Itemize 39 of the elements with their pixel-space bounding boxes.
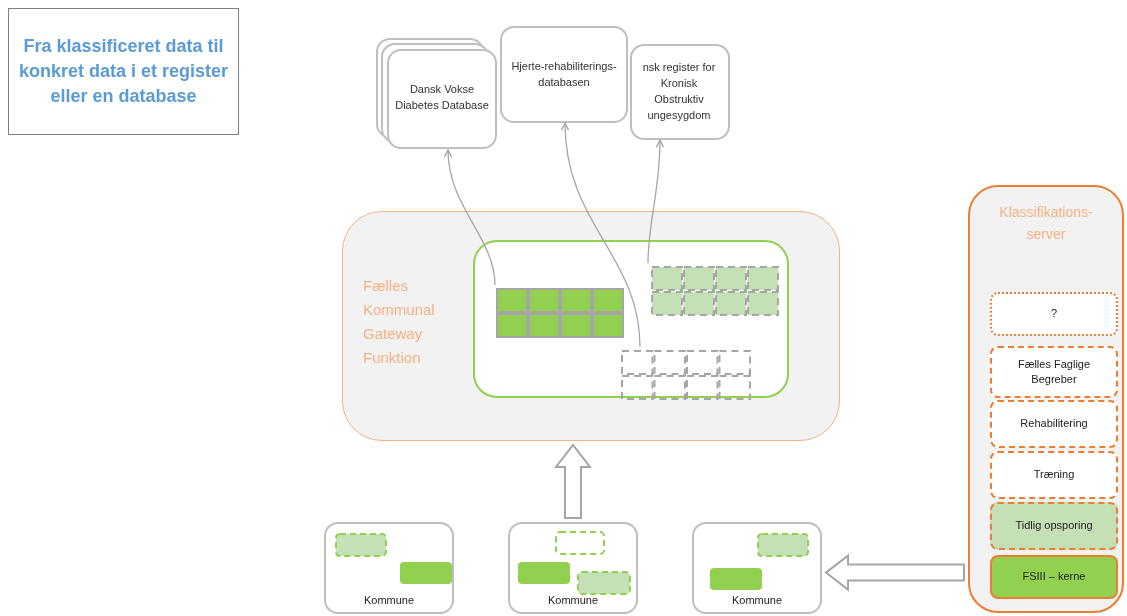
classification-box [990, 555, 1118, 599]
database-name: Dansk Vokse Diabetes Database [394, 82, 490, 113]
database-name: nsk register for Kronisk Obstruktiv ungesygdom [641, 60, 717, 123]
hollow-block-arrow [553, 443, 593, 519]
data-table-grid [621, 350, 751, 400]
classification-box [990, 400, 1118, 448]
classification-label: Træning [1032, 467, 1076, 483]
data-table-grid [651, 266, 779, 316]
arrow [561, 122, 641, 348]
municipality-label: Kommune [547, 594, 599, 606]
title-text: Fra klassificeret data til konkret data i et register eller en database [17, 34, 230, 109]
municipality-label: Kommune [363, 594, 415, 606]
classification-box [990, 451, 1118, 499]
gateway-panel [342, 211, 840, 441]
database-card [630, 44, 730, 140]
data-container [473, 240, 789, 398]
municipality-label: Kommune [731, 594, 783, 606]
classification-label: Fælles Faglige Begreber [1016, 356, 1092, 387]
database-card [500, 26, 628, 123]
municipality-box [692, 522, 822, 614]
classification-label: ? [1049, 306, 1059, 322]
classification-box [990, 502, 1118, 550]
panel-title: Fælles Kommunal Gateway Funktion [363, 276, 436, 368]
classification-box [990, 292, 1118, 336]
classification-box [990, 346, 1118, 398]
classification-label: FSIII – kerne [1021, 569, 1087, 585]
title-box [8, 8, 239, 135]
classification-label: Tidlig opsporing [1014, 518, 1094, 534]
hollow-block-arrow [824, 553, 965, 592]
arrow [444, 149, 496, 286]
panel-title: Klassifikations-server [998, 203, 1094, 245]
stacked-database-card [376, 38, 498, 150]
classification-label: Rehabilitering [1019, 416, 1089, 432]
municipality-box [508, 522, 638, 614]
arrow [647, 139, 665, 264]
data-table-grid [496, 288, 624, 338]
server-panel [968, 185, 1124, 613]
municipality-box [324, 522, 454, 614]
database-name: Hjerte-rehabiliterings-databasen [510, 58, 618, 90]
